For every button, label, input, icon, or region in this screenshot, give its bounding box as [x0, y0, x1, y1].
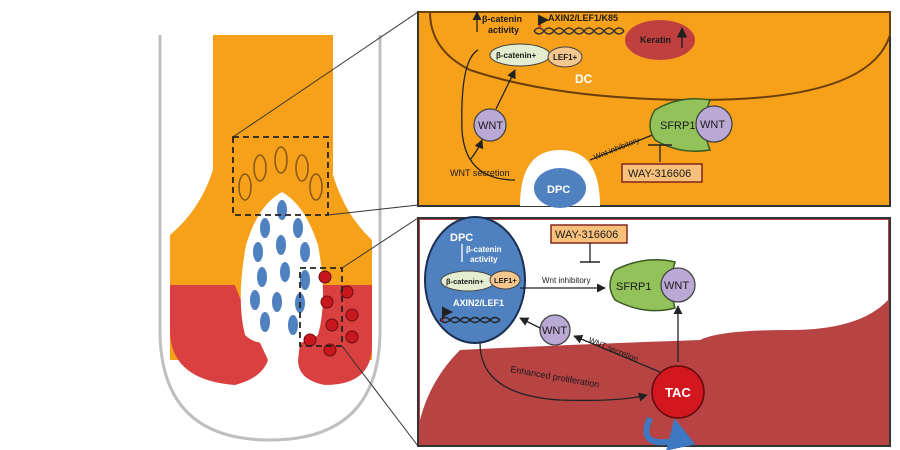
- keratin-label: Keratin: [640, 35, 671, 45]
- bottom-inhibitor-box: [550, 224, 628, 244]
- top-dpc-label: DPC: [547, 184, 570, 196]
- tac-label: TAC: [665, 385, 691, 400]
- bottom-panel: DPC β-catenin activity β-catenin+ LEF1+ …: [417, 216, 891, 450]
- bottom-wnt-label: WNT: [542, 325, 567, 337]
- bottom-genes: AXIN2/LEF1: [453, 298, 504, 308]
- wnt-secretion-curve: [461, 49, 516, 181]
- top-wnt-label: WNT: [478, 120, 503, 132]
- top-wnt-circle: [473, 108, 507, 142]
- zoom-box-dpc: [299, 267, 343, 347]
- dc-label: DC: [575, 72, 593, 86]
- bottom-dpc-label: DPC: [450, 232, 473, 244]
- top-sfrp1-wnt-label: WNT: [700, 119, 725, 131]
- top-genes: AXIN2/LEF1/K85: [548, 13, 618, 23]
- dc-cells: [238, 146, 323, 201]
- top-lef1-label: LEF1+: [553, 53, 578, 62]
- bottom-promoter-arrow: [441, 306, 454, 322]
- bottom-sfrp1-label: SFRP1: [616, 281, 651, 293]
- hair-follicle: [158, 11, 419, 447]
- top-panel: DC Keratin β-catenin activity AXIN2/LEF1…: [417, 11, 891, 208]
- top-wnt-secretion-label: WNT secretion: [450, 168, 509, 178]
- bottom-activity-line2: activity: [470, 255, 498, 264]
- bottom-sfrp1-wnt-label: WNT: [664, 280, 689, 292]
- top-dna-helix: [533, 27, 625, 35]
- wnt-to-catenin-arrow: [495, 69, 516, 110]
- top-wnt-inhibitory-arrow: [589, 130, 661, 161]
- follicle-sheath: [158, 35, 382, 442]
- top-lef1-oval: [547, 46, 583, 68]
- top-promoter-arrow: [537, 14, 550, 28]
- enhanced-proliferation-curve: [479, 342, 648, 402]
- bottom-beta-catenin-label: β-catenin+: [446, 277, 484, 286]
- dpc-cells: [250, 200, 310, 335]
- bottom-sfrp1-wnt-circle: [660, 267, 696, 303]
- top-inhibitor-label: WAY-316606: [628, 168, 691, 180]
- top-activity-line2: activity: [488, 25, 519, 35]
- bottom-white-area: [420, 220, 888, 420]
- bottom-inhibitor-label: WAY-316606: [555, 229, 618, 241]
- bottom-lef1-label: LEF1+: [494, 276, 517, 285]
- top-sfrp1-wnt-circle: [695, 105, 733, 143]
- top-beta-catenin-label: β-catenin+: [496, 51, 537, 60]
- tac-cells: [303, 270, 359, 357]
- bottom-activity-line1: β-catenin: [466, 245, 502, 254]
- bottom-wnt-circle: [539, 314, 571, 346]
- top-activity-line1: β-catenin: [482, 14, 522, 24]
- bottom-wnt-to-dpc-arrow: [519, 317, 541, 329]
- tac-cell: [651, 365, 705, 419]
- top-sfrp1-shape: [649, 98, 712, 152]
- bottom-wnt-inhibitory-label: Wnt inhibitory: [542, 276, 590, 285]
- proliferation-cycle-arrow: [643, 416, 696, 450]
- top-sfrp1-label: SFRP1: [660, 120, 695, 132]
- top-inhibitor-box: [621, 163, 703, 183]
- top-dpc-cell: [534, 168, 586, 208]
- bottom-wnt-secretion-arrow: [573, 334, 661, 373]
- zoom-box-dc: [232, 136, 329, 216]
- bottom-lef1-oval: [489, 270, 521, 290]
